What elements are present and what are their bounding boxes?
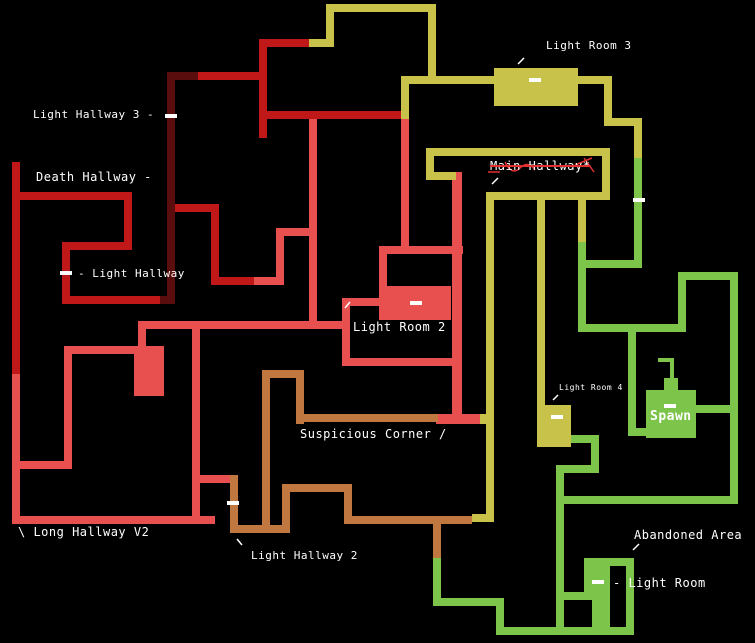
label-long-hallway-v2: \ Long Hallway V2 (18, 525, 150, 539)
label-light-hallway-3: Light Hallway 3 - (33, 108, 155, 121)
zone-dark-red (155, 72, 198, 304)
zone-brown (230, 370, 472, 558)
zone-red (12, 39, 401, 374)
label-light-hallway: - Light Hallway (78, 267, 185, 280)
annotation-strokes (236, 57, 640, 551)
tick-light-room-4 (552, 394, 559, 401)
label-spawn: Spawn (650, 409, 692, 424)
label-light-room-4: Light Room 4 (559, 383, 623, 392)
label-main-hallway: Main Hallway* (490, 159, 591, 173)
tick-abandoned-area (632, 543, 640, 551)
tick-light-room-3 (517, 57, 525, 65)
light-marker-light-room-4 (551, 415, 563, 419)
light-marker-light-hallway-3 (165, 114, 177, 118)
light-marker-light-room (592, 580, 604, 584)
zone-yellow (309, 4, 642, 522)
tick-light-room-2 (344, 301, 351, 309)
light-marker-east-corridor (633, 198, 645, 202)
label-light-hallway-2: Light Hallway 2 (251, 549, 358, 562)
zone-green (433, 158, 738, 635)
light-marker-light-hallway-2 (227, 501, 239, 505)
label-abandoned-area: Abandoned Area (634, 528, 743, 542)
label-light-room-3: Light Room 3 (546, 39, 632, 52)
label-light-room: - Light Room (613, 576, 706, 590)
label-death-hallway: Death Hallway - (36, 170, 152, 184)
label-light-room-2: Light Room 2 (353, 320, 446, 334)
light-marker-light-hallway (60, 271, 72, 275)
tick-main-hallway (491, 177, 499, 185)
main-hallway-scribble (488, 157, 595, 173)
tick-light-hallway-2 (236, 538, 243, 546)
light-marker-light-room-3 (529, 78, 541, 82)
light-marker-light-room-2 (410, 301, 422, 305)
light-markers (60, 78, 676, 584)
label-suspicious-corner: Suspicious Corner / (300, 427, 447, 441)
zone-light-red (12, 119, 480, 524)
light-marker-spawn (664, 404, 676, 408)
